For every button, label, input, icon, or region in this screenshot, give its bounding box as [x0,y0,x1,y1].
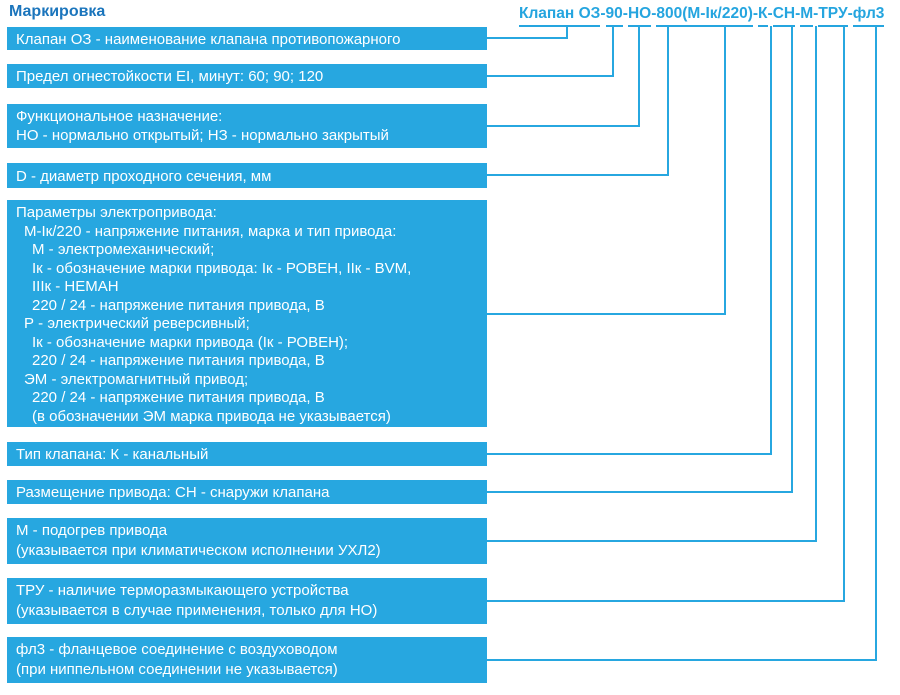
legend-text: Тип клапана: К - канальный [16,446,209,463]
formula-segment-valve-name: Клапан ОЗ [519,5,601,27]
formula-separator: - [600,5,606,22]
legend-text: М - электромеханический; [32,241,215,258]
formula-segment-valve-type: К [758,5,768,27]
legend-text: ТРУ - наличие терморазмыкающего устройст… [16,582,349,599]
connector-v-drive-heating [815,26,817,542]
legend-box-drive-heating: М - подогрев привода (указывается при кл… [7,518,487,564]
legend-text: (при ниппельном соединении не указываетс… [16,661,338,678]
legend-text: ЭМ - электромагнитный привод; [24,370,249,388]
connector-v-drive-placement [791,26,793,493]
connector-v-tru [843,26,845,602]
formula-segment-heating: М [800,5,814,27]
legend-text: НО - нормально открытый; НЗ - нормально … [16,127,389,144]
legend-box-valve-type: Тип клапана: К - канальный [7,442,487,466]
legend-text: Клапан ОЗ - наименование клапана противо… [16,31,401,48]
formula-separator: - [651,5,657,22]
connector-h-drive-parameters [487,313,726,315]
legend-text: Iк - обозначение марки привода: Iк - РОВ… [32,259,412,277]
connector-h-tru [487,600,845,602]
legend-text: 220 / 24 - напряжение питания привода, В [32,296,325,314]
legend-text: D - диаметр проходного сечения, мм [16,168,272,185]
formula-separator: - [622,5,628,22]
legend-text: (в обозначении ЭМ марка привода не указы… [32,407,391,425]
legend-box-tru: ТРУ - наличие терморазмыкающего устройст… [7,578,487,624]
connector-v-flange [875,26,877,661]
legend-box-function: Функциональное назначение: НО - нормальн… [7,104,487,148]
page-title: Маркировка [9,3,106,20]
connector-h-fire-resistance [487,75,614,77]
formula-segment-drive-placement: СН [772,5,796,27]
formula-segment-diameter-drive: 800(М-Iк/220) [656,5,753,27]
legend-text: Функциональное назначение: [16,108,223,125]
legend-box-drive-parameters: Параметры электропривода: М-Iк/220 - нап… [7,200,487,427]
formula-separator: - [813,5,819,22]
marking-formula: Клапан ОЗ-90-НО-800(М-Iк/220)-К-СН-М-ТРУ… [519,5,885,27]
connector-v-fire-resistance [612,26,614,77]
legend-box-drive-placement: Размещение привода: СН - снаружи клапана [7,480,487,504]
formula-segment-tru: ТРУ [818,5,848,27]
legend-box-fire-resistance: Предел огнестойкости EI, минут: 60; 90; … [7,64,487,88]
formula-separator: - [795,5,801,22]
legend-text: Предел огнестойкости EI, минут: 60; 90; … [16,68,324,85]
legend-text: Размещение привода: СН - снаружи клапана [16,484,330,501]
legend-text: (указывается при климатическом исполнени… [16,542,381,559]
connector-v-function [638,26,640,127]
connector-v-drive-parameters [724,26,726,315]
legend-text: Iк - обозначение марки привода (Iк - РОВ… [32,333,349,351]
legend-text: 220 / 24 - напряжение питания привода, В [32,389,325,406]
connector-v-valve-name [566,26,568,39]
legend-text: Параметры электропривода: [16,204,217,221]
connector-h-drive-placement [487,491,793,493]
connector-h-diameter [487,174,669,176]
connector-h-valve-name [487,37,568,39]
legend-text: IIIк - НЕМАН [32,278,119,295]
legend-text: 220 / 24 - напряжение питания привода, В [32,352,325,369]
legend-text: (указывается в случае применения, только… [16,602,378,619]
formula-separator: - [847,5,853,22]
legend-box-diameter: D - диаметр проходного сечения, мм [7,163,487,188]
connector-h-valve-type [487,453,772,455]
legend-box-flange: фл3 - фланцевое соединение с воздуховодо… [7,637,487,683]
legend-text: Р - электрический реверсивный; [24,315,250,332]
legend-text: М - подогрев привода [16,522,168,539]
formula-separator: - [752,5,759,22]
formula-segment-fire-resistance: 90 [605,5,623,27]
connector-h-drive-heating [487,540,817,542]
connector-h-function [487,125,640,127]
connector-v-diameter [667,26,669,176]
formula-segment-function: НО [627,5,652,27]
formula-separator: - [767,5,773,22]
connector-h-flange [487,659,877,661]
connector-v-valve-type [770,26,772,455]
legend-text: фл3 - фланцевое соединение с воздуховодо… [16,641,338,658]
legend-text: М-Iк/220 - напряжение питания, марка и т… [24,222,397,240]
legend-box-valve-name: Клапан ОЗ - наименование клапана противо… [7,27,487,50]
formula-segment-flange: фл3 [852,5,885,27]
